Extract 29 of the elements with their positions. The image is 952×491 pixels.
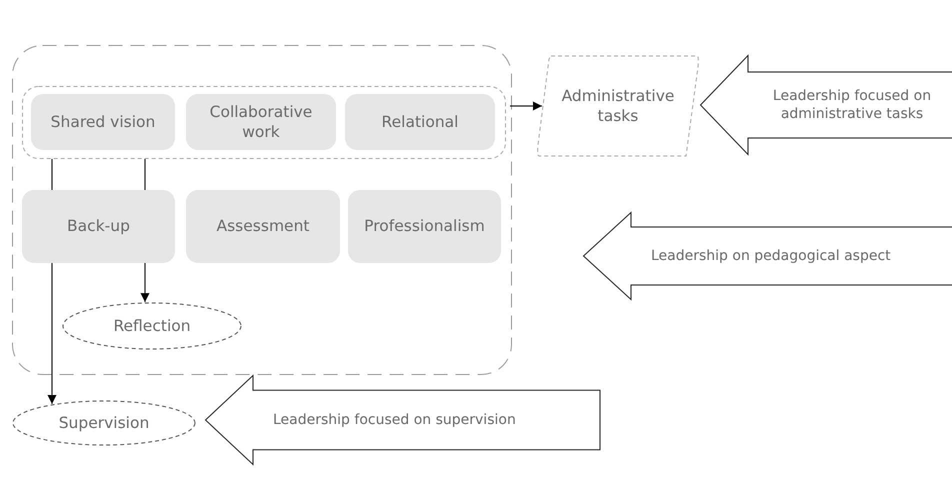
dashed-ellipse [62,302,242,350]
block-arrow [205,375,598,465]
node-label: Administrative tasks [560,86,676,126]
arrow [140,262,150,303]
node-label: Leadership on pedagogical aspect [651,246,891,266]
block-arrow [700,55,952,155]
node-label: Reflection [113,316,191,336]
node-label: Leadership focused on administrative tasks [772,86,932,124]
dashed-ellipse [12,400,196,446]
node-label: Relational [382,112,458,132]
node-label: Professionalism [364,216,485,237]
node-label: Collaborative work [208,102,314,142]
node-label: Supervision [58,412,150,434]
rounded-box [348,190,501,263]
rounded-box [22,190,175,263]
node-label: Back-up [67,216,130,237]
node-label: Assessment [216,216,310,237]
node-label: Shared vision [50,112,156,132]
node-label: Leadership focused on supervision [273,410,516,430]
rounded-box [31,94,175,150]
rounded-box [186,190,340,263]
dashed-group-frame [22,86,506,159]
rounded-box [345,94,495,150]
arrow [48,262,56,405]
rounded-box [186,94,336,150]
dashed-parallelogram [537,55,699,157]
block-arrow [583,212,952,300]
dashed-frame [12,45,512,375]
arrow [510,102,542,110]
